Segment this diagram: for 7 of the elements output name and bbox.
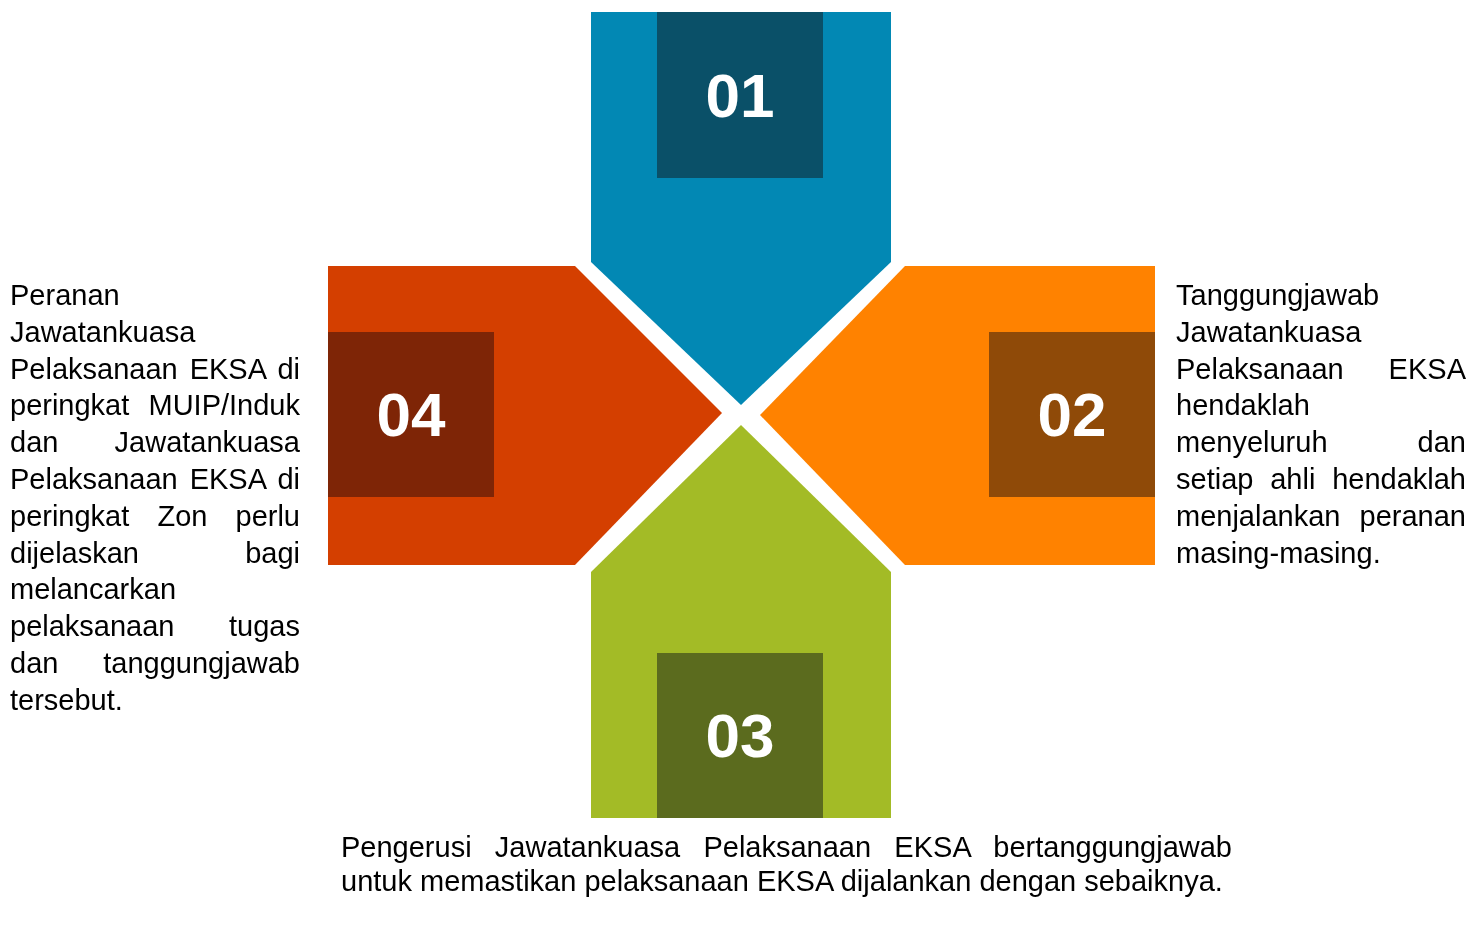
step-number: 02 bbox=[989, 332, 1155, 497]
step-number: 03 bbox=[657, 653, 823, 818]
step-number: 04 bbox=[328, 332, 494, 497]
description-text: Tanggungjawab Jawatankuasa Pelaksanaan EKSA hendaklah menyeluruh dan setiap ahli hendaklah menjalankan peranan masing-masing. bbox=[1176, 278, 1466, 571]
description-text: Peranan Jawatankuasa Pelaksanaan EKSA di peringkat MUIP/Induk dan Jawatankuasa Pelaksanaan EKSA di peringkat Zon perlu dijelaskan bagi melancarkan pelaksanaan tugas dan tanggungjawab tersebut. bbox=[10, 278, 300, 718]
step-number: 01 bbox=[657, 12, 823, 178]
description-text: Pengerusi Jawatankuasa Pelaksanaan EKSA bertanggungjawab untuk memastikan pelaksanaan EKSA dijalankan dengan sebaiknya. bbox=[341, 830, 1232, 898]
